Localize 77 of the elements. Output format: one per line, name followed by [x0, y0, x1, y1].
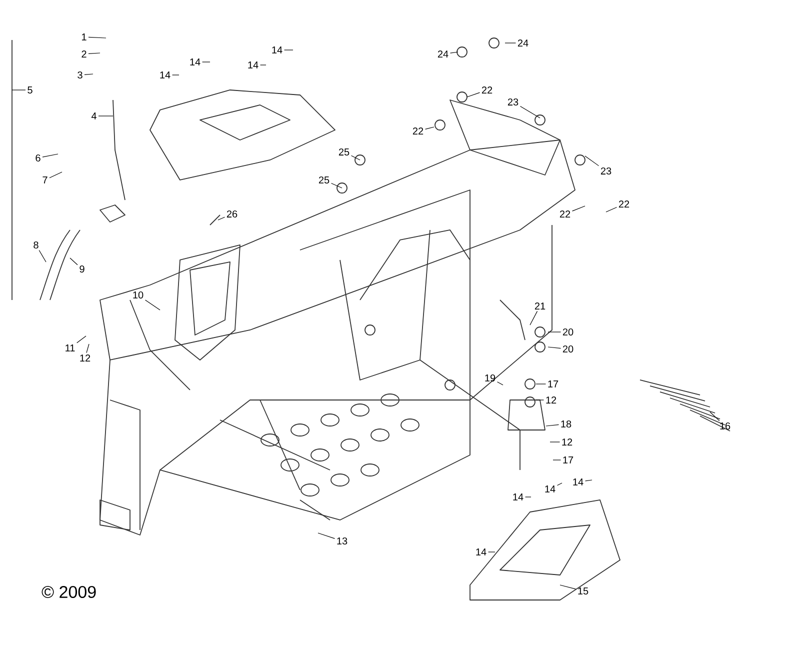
leader-line: [710, 412, 720, 422]
leader-line: [88, 52, 100, 54]
callout-number: 24: [518, 40, 528, 46]
callout-number: 7: [42, 176, 48, 184]
callout-number: 20: [562, 345, 574, 353]
callout-number: 26: [226, 210, 238, 218]
leader-line: [330, 182, 342, 188]
leader-line: [466, 92, 480, 98]
callout-number: 22: [618, 200, 630, 208]
callout-number: 22: [412, 128, 424, 134]
leader-line: [84, 74, 94, 75]
leader-line: [218, 216, 226, 220]
callout-number: 16: [720, 422, 730, 430]
leader-line: [546, 424, 560, 426]
callout-number: 2: [82, 50, 86, 58]
callout-number: 24: [438, 50, 448, 58]
callout-number: 14: [190, 58, 200, 66]
copyright-note: © 2009: [42, 586, 96, 598]
callout-number: 20: [562, 328, 574, 336]
callout-number: 23: [508, 98, 518, 106]
leader-line: [88, 36, 106, 38]
callout-number: 14: [573, 478, 584, 486]
callout-number: 19: [485, 374, 496, 382]
leader-line: [556, 482, 562, 486]
leader-line: [548, 346, 562, 349]
leader-line: [260, 64, 266, 66]
leader-line: [172, 74, 180, 76]
leader-line: [524, 496, 532, 498]
callout-number: 12: [80, 354, 90, 362]
leader-line: [38, 250, 46, 262]
callout-number: 6: [36, 154, 40, 162]
callout-number: 4: [91, 112, 96, 120]
callout-number: 14: [160, 72, 170, 78]
leader-line: [76, 336, 86, 344]
callout-number: 3: [78, 71, 82, 79]
callout-number: 17: [548, 380, 558, 388]
callout-number: 13: [337, 537, 348, 545]
leader-line: [530, 310, 538, 326]
leader-line: [424, 126, 434, 130]
callout-number: 22: [560, 210, 570, 218]
leader-line: [504, 42, 516, 44]
callout-number: 25: [338, 148, 350, 156]
callout-number: 18: [561, 420, 572, 428]
leader-line: [560, 584, 576, 590]
callout-number: 14: [513, 494, 524, 500]
leader-line: [606, 206, 618, 212]
callout-number: 14: [272, 46, 282, 54]
callout-number: 9: [80, 265, 84, 273]
leader-line: [520, 106, 540, 118]
leader-line: [350, 155, 360, 160]
callout-number: 11: [66, 344, 75, 352]
callout-number: 14: [248, 62, 258, 68]
callout-number: 15: [578, 588, 588, 594]
callout-number: 12: [562, 438, 572, 446]
leader-line: [584, 156, 600, 166]
leader-line: [42, 154, 58, 158]
callout-number: 23: [600, 167, 612, 175]
leader-line: [584, 480, 592, 482]
leader-line: [144, 300, 160, 310]
callout-number: 5: [28, 86, 32, 94]
callout-number: 14: [545, 486, 556, 492]
callout-number: 21: [534, 302, 546, 310]
callout-number: 10: [133, 291, 144, 299]
leader-line: [49, 172, 62, 178]
callout-number: 8: [34, 241, 38, 249]
leader-line: [86, 344, 90, 354]
callout-number: 1: [82, 34, 86, 40]
leader-line: [318, 532, 336, 539]
callout-number: 17: [563, 456, 574, 464]
callout-number: 14: [476, 548, 486, 556]
leader-line: [70, 258, 78, 266]
callout-number: 25: [318, 176, 330, 184]
leader-line: [450, 52, 458, 54]
leader-line: [572, 206, 586, 212]
callout-number: 12: [546, 396, 556, 404]
leader-line: [496, 382, 504, 386]
callout-number: 22: [482, 86, 492, 94]
